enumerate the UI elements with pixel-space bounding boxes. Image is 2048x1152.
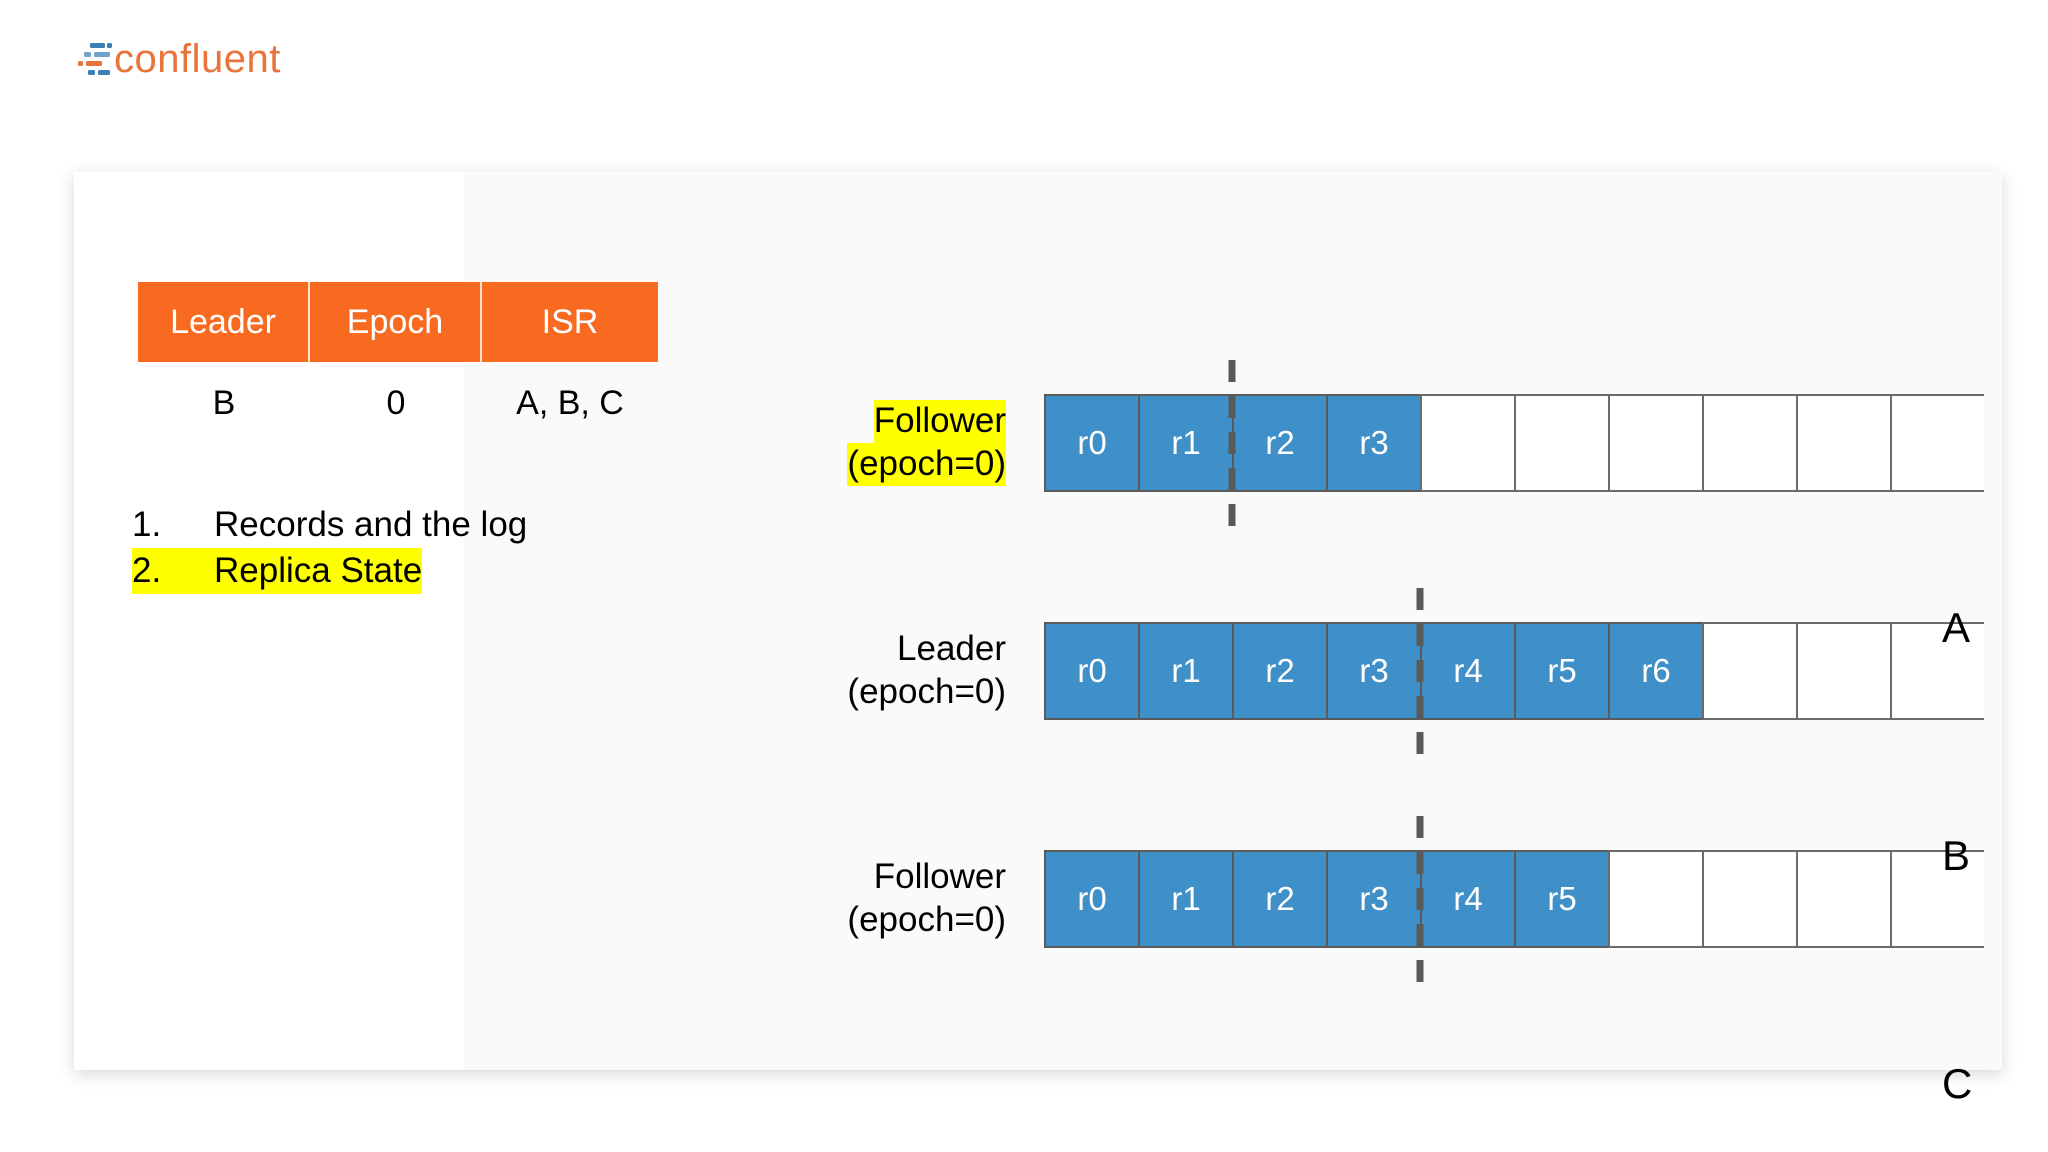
log-cell: r2	[1232, 850, 1326, 948]
log-cell: r5	[1514, 622, 1608, 720]
log-cell-empty	[1890, 850, 1984, 948]
replica-log-a: r0 r1 r2 r3	[1044, 360, 1984, 526]
log-cell-empty	[1890, 394, 1984, 492]
log-cell-empty	[1890, 622, 1984, 720]
table-header-leader: Leader	[138, 282, 310, 362]
log-cell: r1	[1138, 394, 1232, 492]
log-cell-empty	[1702, 850, 1796, 948]
table-column-isr: ISR A, B, C	[482, 282, 658, 423]
replica-tag-c: C	[1942, 1060, 1973, 1107]
replica-row-a: Follower (epoch=0) r0 r1 r2 r3	[814, 360, 1984, 526]
log-cell: r3	[1326, 850, 1420, 948]
list-item-number: 1.	[132, 505, 162, 544]
log-cell: r3	[1326, 394, 1420, 492]
log-cell: r3	[1326, 622, 1420, 720]
table-cell-isr: A, B, C	[516, 384, 624, 422]
log-cell: r6	[1608, 622, 1702, 720]
replica-tag-b: B	[1942, 832, 1971, 879]
replica-label-a: Follower (epoch=0)	[814, 400, 1044, 486]
list-item-label: Replica State	[214, 551, 423, 591]
log-cell-empty	[1420, 394, 1514, 492]
high-watermark-marker-c	[1416, 816, 1424, 982]
log-cell-empty	[1702, 622, 1796, 720]
log-cell-empty	[1514, 394, 1608, 492]
list-item: 1. Records and the log	[132, 502, 527, 548]
replica-role-b: Leader	[897, 629, 1006, 669]
log-cell: r2	[1232, 394, 1326, 492]
log-cell-empty	[1796, 622, 1890, 720]
replica-role-a: Follower	[873, 400, 1006, 443]
replica-epoch-b: (epoch=0)	[847, 672, 1006, 711]
slide-card-surface: Leader B Epoch 0 ISR A, B, C 1. Records …	[74, 172, 2002, 1105]
table-header-isr: ISR	[482, 282, 658, 362]
log-cell: r4	[1420, 850, 1514, 948]
log-cell: r2	[1232, 622, 1326, 720]
table-column-epoch: Epoch 0	[310, 282, 482, 423]
log-cell-empty	[1608, 850, 1702, 948]
replica-row-c: Follower (epoch=0) r0 r1 r2 r3 r4 r5	[814, 816, 1984, 982]
table-cell-leader: B	[212, 384, 236, 422]
replica-log-b: r0 r1 r2 r3 r4 r5 r6	[1044, 588, 1984, 754]
replica-tag-a: A	[1942, 604, 1971, 651]
high-watermark-marker-a	[1228, 360, 1236, 526]
log-cell-empty	[1796, 850, 1890, 948]
high-watermark-marker-b	[1416, 588, 1424, 754]
log-cell: r1	[1138, 850, 1232, 948]
list-item-label: Records and the log	[214, 505, 528, 544]
table-header-epoch: Epoch	[310, 282, 482, 362]
brand-name: confluent	[114, 37, 281, 81]
replica-row-b: Leader (epoch=0) r0 r1 r2 r3 r4 r5 r6	[814, 588, 1984, 754]
replica-epoch-c: (epoch=0)	[847, 900, 1006, 939]
confluent-logo: confluent	[78, 36, 281, 82]
slide-card: Leader B Epoch 0 ISR A, B, C 1. Records …	[74, 172, 2002, 1105]
replica-log-c: r0 r1 r2 r3 r4 r5	[1044, 816, 1984, 982]
log-cell: r0	[1044, 394, 1138, 492]
log-cell: r5	[1514, 850, 1608, 948]
partition-state-table: Leader B Epoch 0 ISR A, B, C	[138, 282, 658, 423]
log-cell-empty	[1702, 394, 1796, 492]
log-cell-empty	[1608, 394, 1702, 492]
replica-role-c: Follower	[873, 857, 1006, 897]
list-item-number: 2.	[132, 551, 162, 591]
replica-label-b: Leader (epoch=0)	[814, 628, 1044, 713]
log-cell: r0	[1044, 850, 1138, 948]
table-column-leader: Leader B	[138, 282, 310, 423]
log-cell: r4	[1420, 622, 1514, 720]
log-cell: r1	[1138, 622, 1232, 720]
log-cell-empty	[1796, 394, 1890, 492]
log-cell: r0	[1044, 622, 1138, 720]
agenda-list: 1. Records and the log 2. Replica State	[132, 502, 527, 595]
replica-epoch-a: (epoch=0)	[847, 443, 1006, 486]
table-cell-epoch: 0	[386, 384, 406, 422]
confluent-logo-icon	[78, 37, 112, 81]
replica-label-c: Follower (epoch=0)	[814, 856, 1044, 941]
list-item: 2. Replica State	[132, 548, 423, 595]
